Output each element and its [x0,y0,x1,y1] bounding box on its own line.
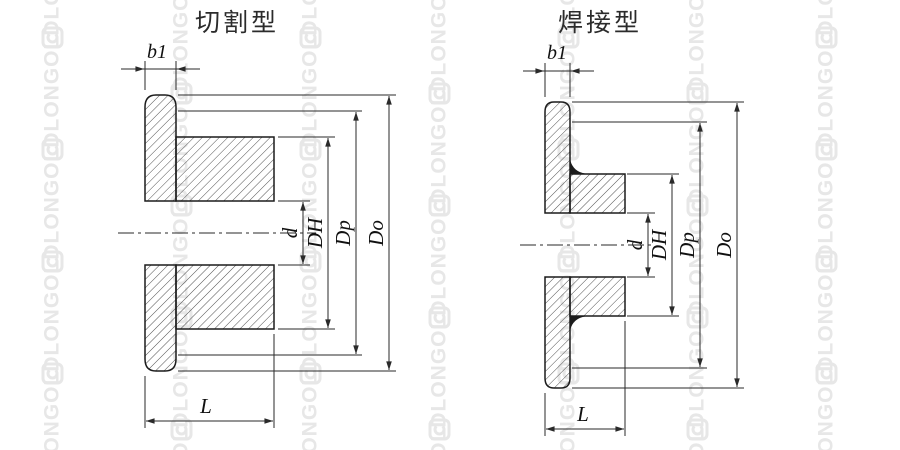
right-drawing-title: 焊接型 [558,8,642,37]
right-plate-upper-section [544,101,571,214]
right-dimension-L: L [544,321,626,436]
left-label-DH: DH [303,216,327,249]
weld-fillet-bottom [569,315,586,330]
left-dimension-b1: b1 [121,41,200,90]
right-label-DH: DH [647,228,671,261]
left-dimension-d: d [278,200,310,266]
left-label-L: L [199,394,212,418]
left-label-Dp: Dp [331,220,355,247]
left-drawing-title: 切割型 [195,8,279,37]
left-label-b1: b1 [147,41,167,63]
right-label-L: L [576,402,589,426]
right-label-Dp: Dp [675,232,699,259]
left-hub-upper-section [175,136,275,202]
right-label-Do: Do [712,232,736,259]
right-label-b1: b1 [547,42,567,64]
right-drawing: 焊接型 b1 d [520,8,744,436]
left-dimension-Do: Do [178,94,396,372]
right-label-d: d [623,239,647,250]
left-label-d: d [278,227,302,238]
right-dimension-DH: DH [627,173,679,317]
left-dimension-L: L [144,334,275,428]
left-label-Do: Do [364,220,388,247]
right-dimension-d: d [623,212,655,278]
right-hub-lower-section [569,276,626,317]
left-plate-upper-section [144,94,177,202]
left-dimension-DH: DH [278,136,335,330]
right-hub-upper-section [569,173,626,214]
weld-fillet-top [569,160,586,175]
right-plate-lower-section [544,276,571,389]
left-dimension-Dp: Dp [178,110,362,356]
right-dimension-b1: b1 [523,42,594,97]
left-plate-lower-section [144,264,177,372]
left-hub-lower-section [175,264,275,330]
left-drawing: 切割型 b1 d [118,8,396,428]
right-dimension-Do: Do [572,101,744,389]
right-dimension-Dp: Dp [572,121,707,369]
